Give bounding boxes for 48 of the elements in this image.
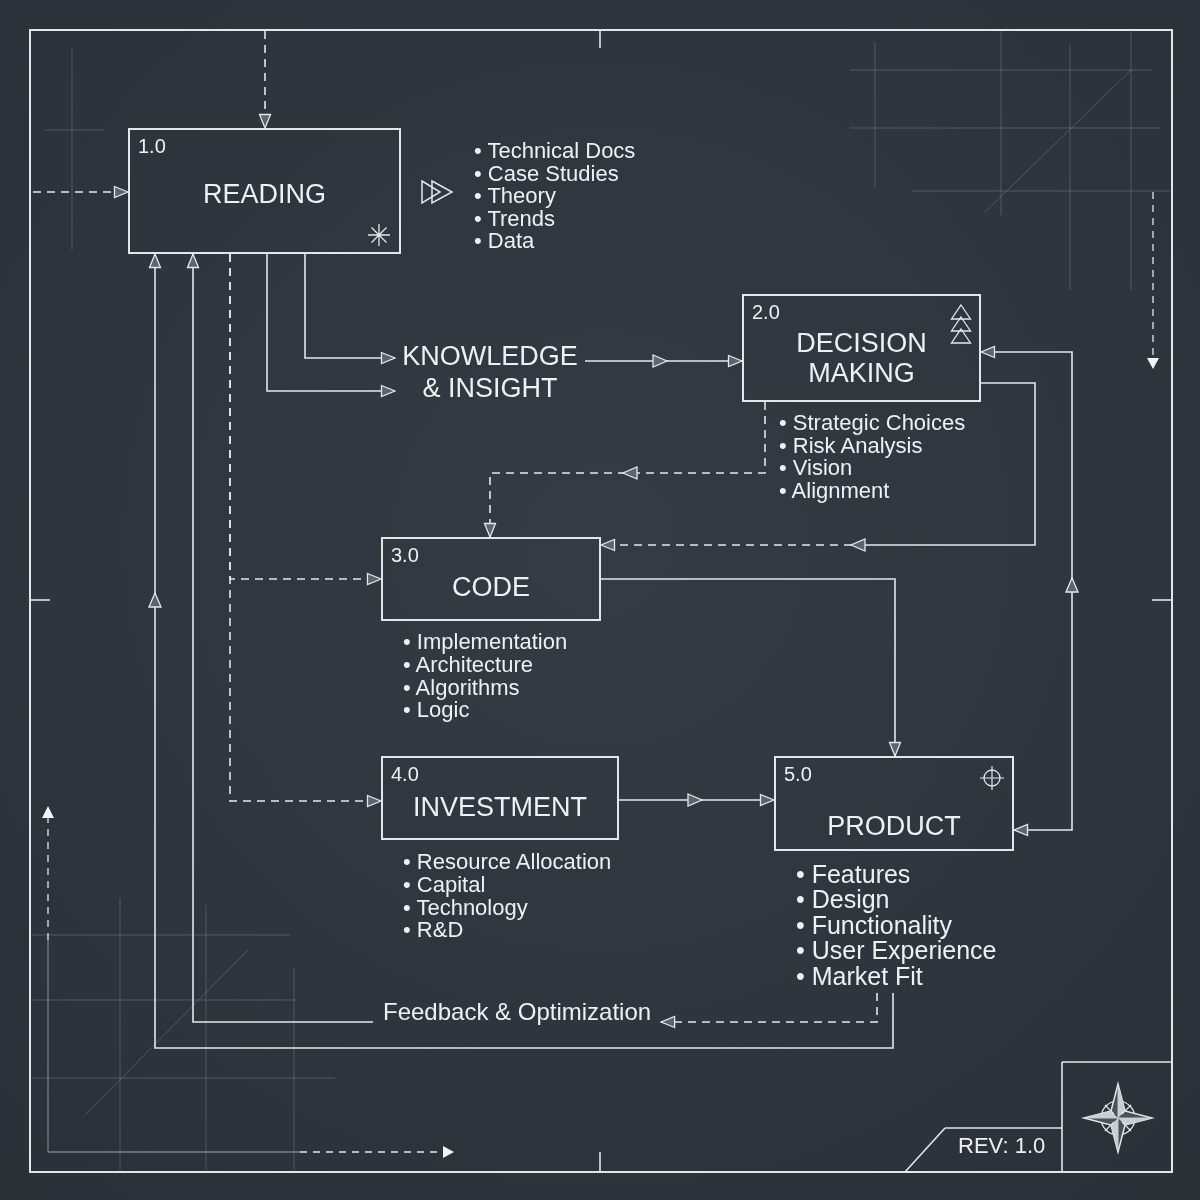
feedback-label: Feedback & Optimization: [373, 998, 662, 1026]
step-number: 3.0: [391, 544, 419, 566]
list-item: • Logic: [403, 699, 470, 723]
list-item: • Risk Analysis: [779, 434, 923, 458]
box-title: INVESTMENT: [413, 792, 587, 822]
dashed-arrow: [229, 253, 382, 808]
list-item: • R&D: [403, 919, 464, 943]
dashed-arrow: [483, 401, 766, 538]
step-number: 1.0: [138, 135, 166, 157]
revision-label: REV: 1.0: [958, 1133, 1046, 1159]
dashed-arrow: [258, 30, 272, 129]
dashed-arrow: [32, 185, 129, 199]
list-item: • Market Fit: [796, 963, 923, 990]
list-item: • Architecture: [403, 653, 533, 677]
list-item: • User Experience: [796, 938, 997, 964]
box-title: READING: [203, 179, 326, 209]
arrow: [266, 253, 396, 398]
list-item: • Capital: [403, 873, 486, 897]
list-item: • Features: [796, 862, 911, 888]
list-item: • Resource Allocation: [403, 851, 612, 874]
step-number: 4.0: [391, 763, 419, 785]
list-item: • Case Studies: [474, 162, 619, 186]
list-item: • Implementation: [403, 631, 568, 654]
list-item: • Alignment: [779, 479, 890, 503]
arrow: [186, 253, 374, 1023]
dashed-arrow: [660, 992, 878, 1029]
list-item: • Strategic Choices: [779, 412, 966, 435]
step-number: 5.0: [784, 763, 812, 785]
box-title: PRODUCT: [827, 811, 961, 841]
step-number: 2.0: [752, 301, 780, 323]
list-item: • Technical Docs: [474, 140, 636, 163]
list-item: • Theory: [474, 185, 556, 208]
dashed-arrow: [600, 382, 1036, 552]
arrow: [304, 253, 396, 365]
list-item: • Data: [474, 230, 535, 253]
list-item: • Technology: [403, 896, 528, 920]
box-title: CODE: [452, 572, 530, 602]
arrow: [148, 253, 894, 1049]
stage-label: KNOWLEDGE & INSIGHT: [395, 340, 585, 404]
list-item: • Algorithms: [403, 676, 520, 700]
arrow: [618, 793, 775, 807]
list-item: • Functionality: [796, 912, 953, 939]
arrow: [980, 345, 1079, 837]
list-item: • Trends: [474, 207, 556, 231]
list-item: • Vision: [779, 457, 853, 480]
arrow: [584, 354, 743, 368]
arrow: [600, 578, 902, 757]
box-title: DECISION MAKING: [795, 328, 928, 388]
